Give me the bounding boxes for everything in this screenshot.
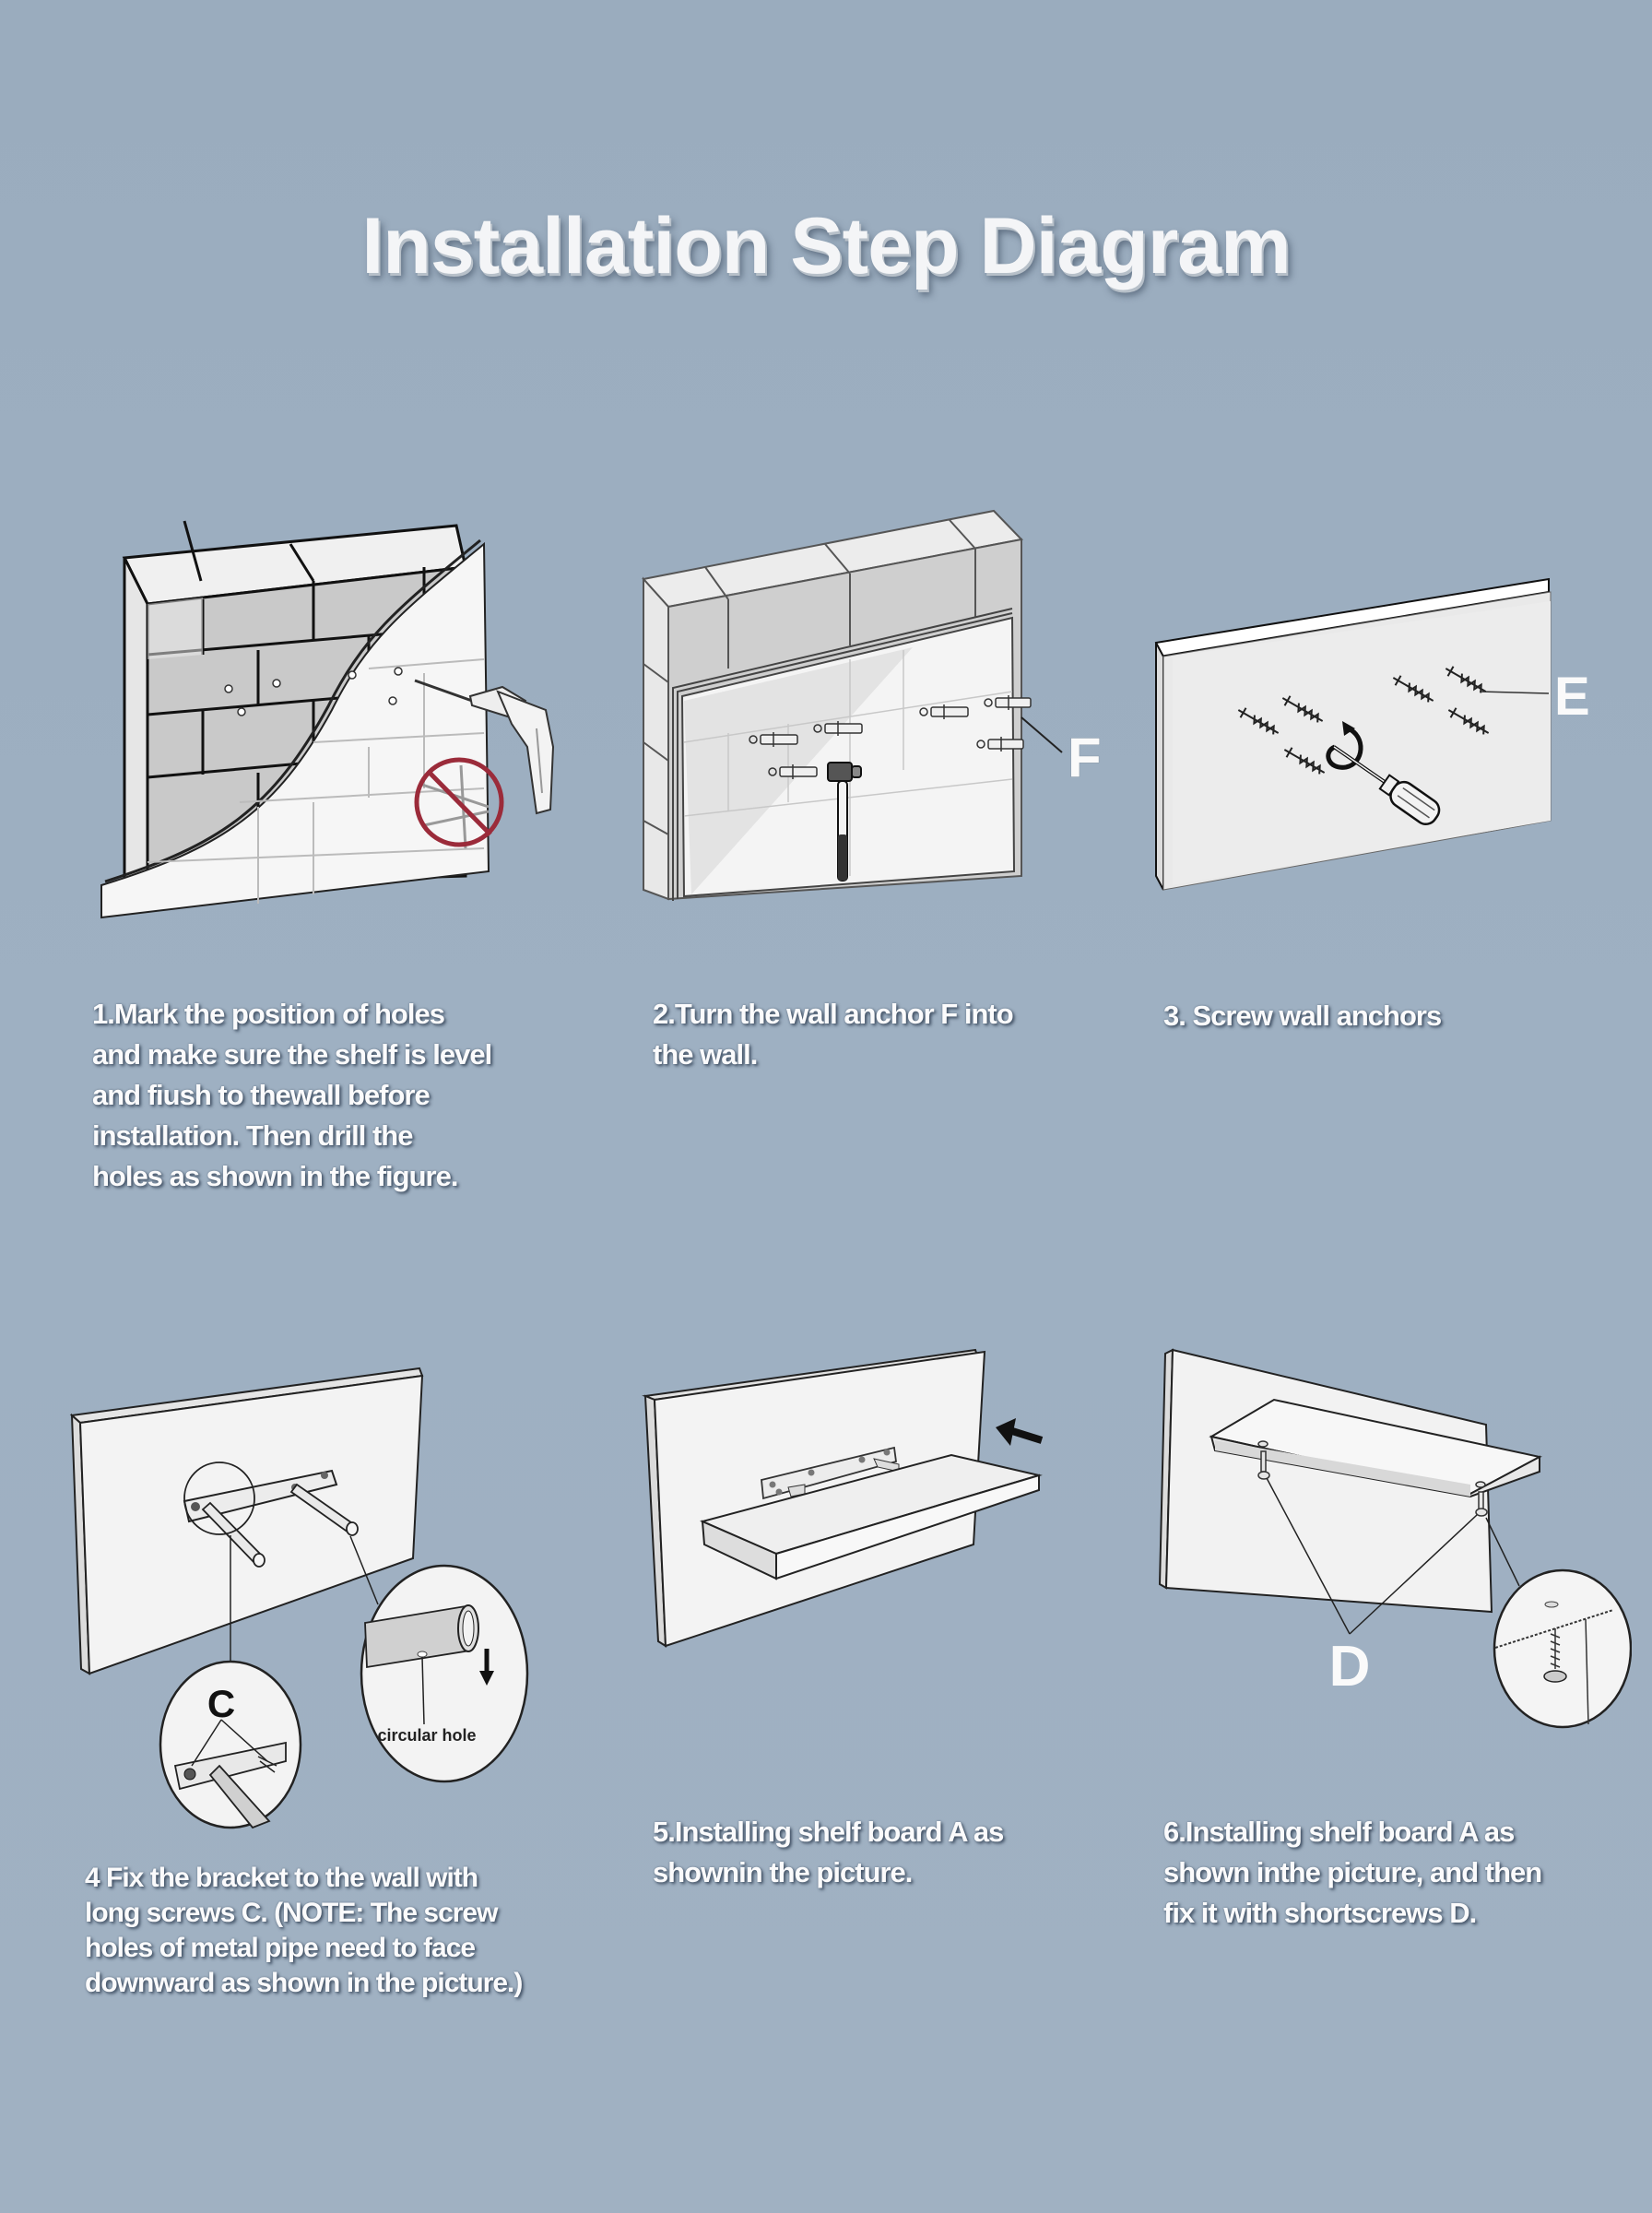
step-3-illustration: E: [1143, 572, 1595, 904]
screwdriver-icon: [1332, 745, 1441, 826]
brick-wall-icon: [100, 520, 555, 919]
callout-label-e: E: [1554, 667, 1590, 727]
wall-anchor-hammering-icon: F: [642, 509, 1102, 901]
down-arrow-icon: [479, 1649, 494, 1686]
shelf-screwing-icon: D: [1158, 1348, 1632, 1729]
step-4-illustration: C circular hole: [55, 1355, 572, 1835]
rotate-arrow-icon: [1326, 726, 1363, 770]
callout-label-c: C: [207, 1682, 235, 1725]
circular-hole-label: circular hole: [377, 1726, 476, 1745]
page-title: Installation Step Diagram: [361, 202, 1291, 290]
no-symbol-icon: [414, 757, 504, 849]
step-4-text: 4 Fix the bracket to the wall with long …: [85, 1863, 523, 1998]
short-screw-icon: [1257, 1440, 1488, 1517]
bracket-icon: [183, 1462, 359, 1568]
step-5-illustration: [636, 1337, 1060, 1669]
step-5-text: 5.Installing shelf board A as shownin th…: [653, 1816, 1004, 1888]
magnifier-circle-icon: [1493, 1568, 1632, 1729]
shelf-board-icon: [699, 1453, 1043, 1580]
step-6-illustration: D: [1152, 1337, 1632, 1743]
step-2-illustration: F: [636, 507, 1134, 904]
step-6-text: 6.Installing shelf board A as shown inth…: [1163, 1816, 1542, 1929]
shelf-sliding-icon: [642, 1348, 1044, 1648]
screwing-anchors-icon: E: [1154, 577, 1590, 891]
magnifier-circle-icon: C: [159, 1660, 302, 1829]
shelf-board-icon: [1209, 1398, 1542, 1498]
step-1-text: 1.Mark the position of holes and make su…: [92, 998, 492, 1192]
left-arrow-icon: [996, 1418, 1044, 1446]
callout-label-d: D: [1329, 1635, 1371, 1698]
step-2-text: 2.Turn the wall anchor F into the wall.: [653, 998, 1014, 1071]
wall-anchor-icon: [749, 695, 1032, 779]
step-3-text: 3. Screw wall anchors: [1163, 1000, 1442, 1032]
drill-icon: [414, 679, 555, 815]
hammer-icon: [827, 762, 862, 882]
callout-label-f: F: [1068, 727, 1102, 788]
step-1-illustration: [92, 516, 590, 941]
magnifier-circle-icon: circular hole: [360, 1564, 529, 1783]
screw-icon: [1237, 666, 1490, 775]
bracket-fixing-icon: C circular hole: [69, 1367, 529, 1829]
